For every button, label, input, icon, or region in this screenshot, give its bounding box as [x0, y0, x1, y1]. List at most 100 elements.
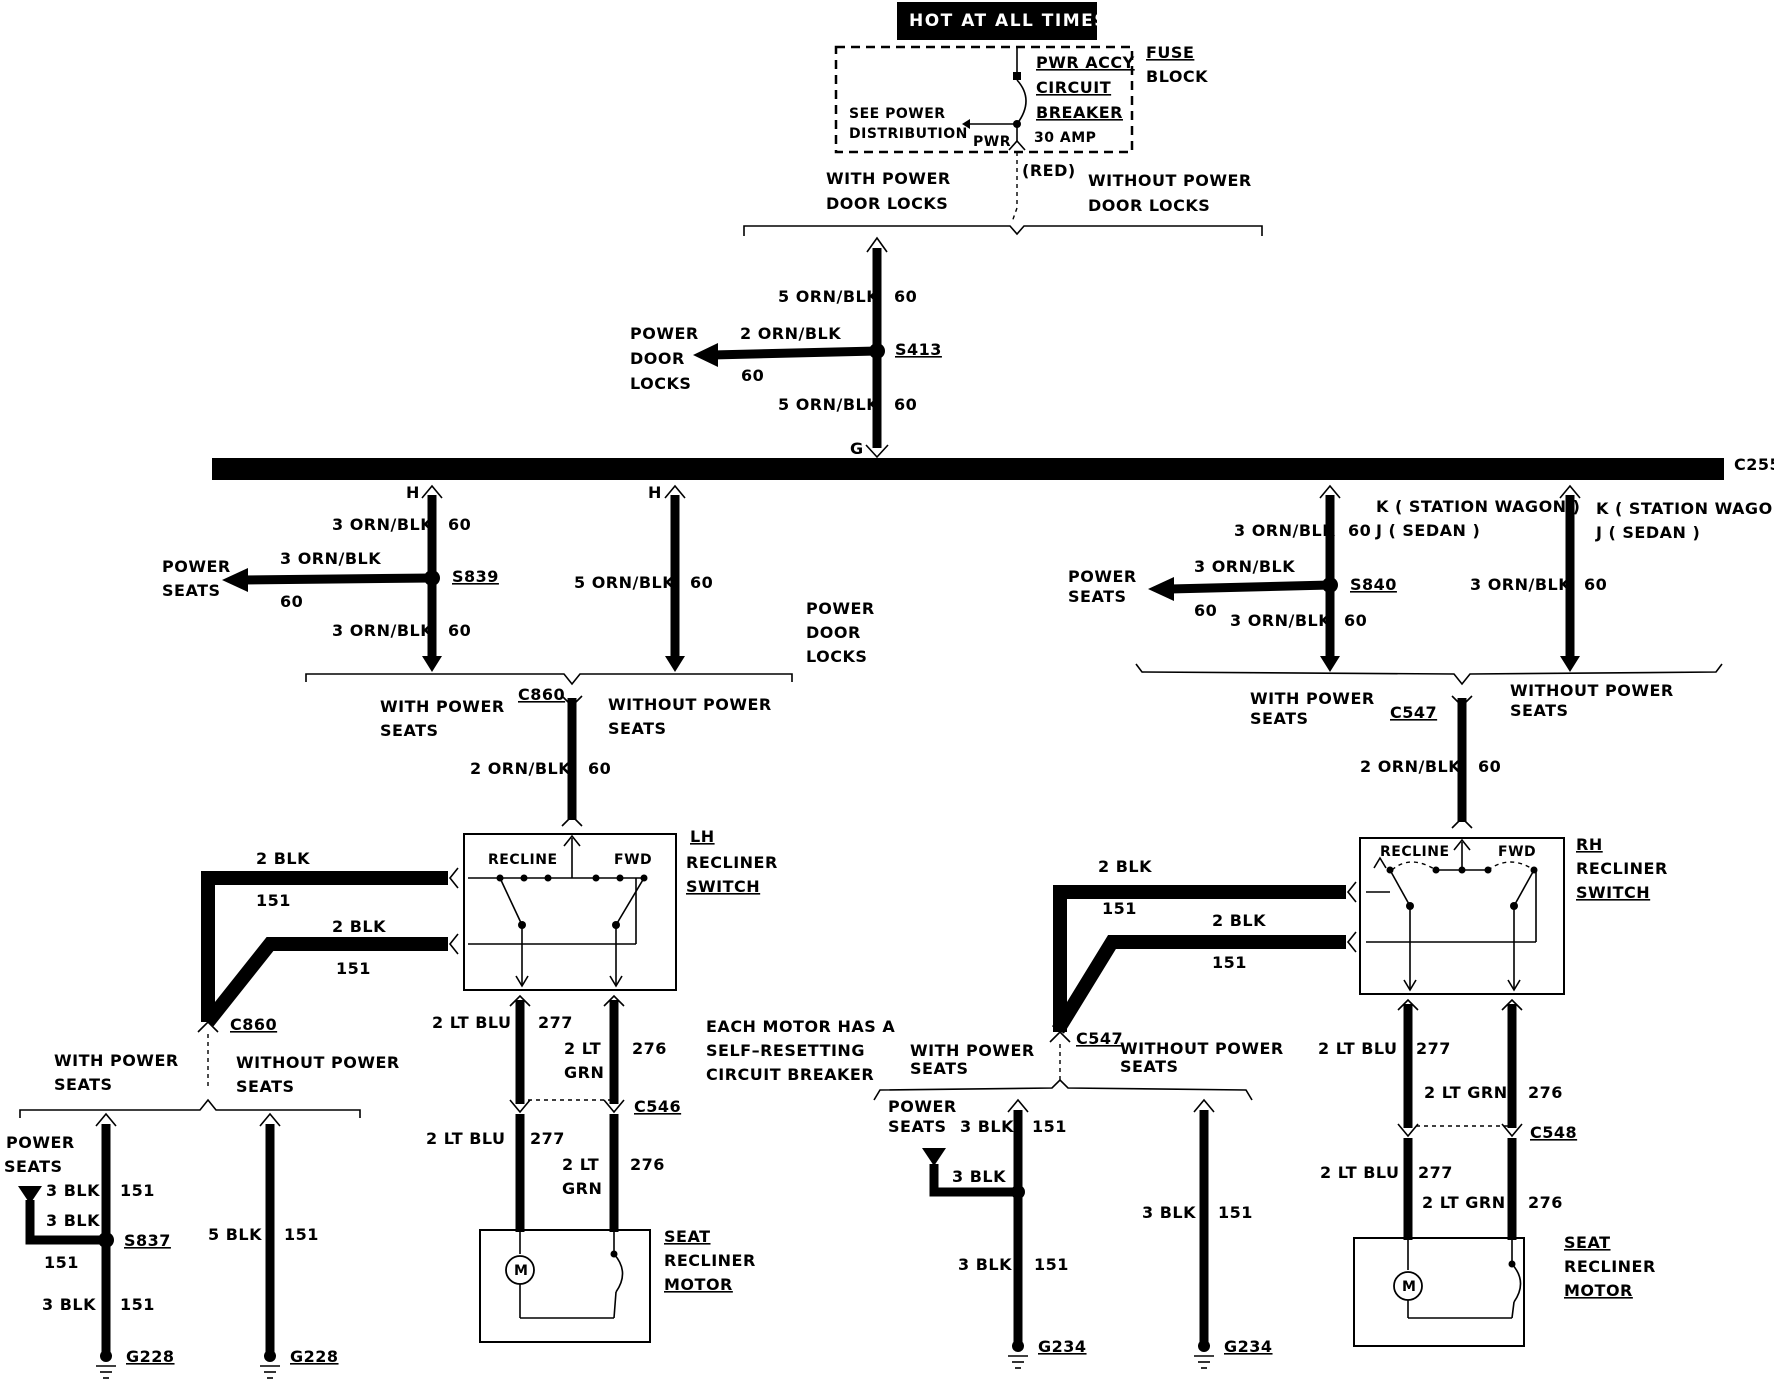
lh-blk-b-c: 151: [44, 1253, 79, 1272]
fuse-name-3: BREAKER: [1036, 103, 1123, 122]
rh-fwd: FWD: [1498, 844, 1536, 860]
see-power-arrow: [962, 119, 970, 129]
rh-grn1-label: 2 LT GRN: [1424, 1083, 1508, 1102]
breaker-arc: [1016, 79, 1027, 125]
lh-motor-title-1: SEAT: [664, 1227, 711, 1246]
lh-g-with-2: SEATS: [54, 1075, 113, 1094]
lh-blk2-wire: [202, 937, 448, 1027]
lh-upper-circuit: 60: [448, 515, 471, 534]
lh-ground-b-connector: [259, 1112, 281, 1127]
rh-branch-wire: 3 ORN/BLK: [1194, 557, 1295, 576]
rh-upper-circuit: 60: [1348, 521, 1371, 540]
lh-blk1-wire: [201, 871, 448, 1022]
rh-blk-c-c: 151: [1034, 1255, 1069, 1274]
s413-lower-wire: 5 ORN/BLK: [778, 395, 879, 414]
rh-g2: G234: [1224, 1337, 1273, 1356]
rh-recliner-switch: [1359, 837, 1565, 995]
fuse-rating: 30 AMP: [1034, 130, 1096, 146]
rh-feed-connector: [1451, 695, 1473, 708]
s413-branch-circuit: 60: [741, 366, 764, 385]
lh-blk2-connector: [448, 933, 459, 955]
rh-alt-circuit: 60: [1584, 575, 1607, 594]
rh-grn2-c: 276: [1528, 1193, 1563, 1212]
s413-id: S413: [895, 340, 942, 359]
lh-recline: RECLINE: [488, 852, 558, 868]
rh-ground-brace: [873, 1078, 1253, 1101]
lh-blk-d: 5 BLK: [208, 1225, 262, 1244]
lh-s837: S837: [124, 1231, 171, 1250]
lh-s839-id: S839: [452, 567, 499, 586]
rh-c547b: C547: [1076, 1029, 1123, 1048]
top-with-1: WITH POWER: [826, 169, 951, 188]
rh-blk-d: 3 BLK: [1142, 1203, 1196, 1222]
rh-ps-branch: [929, 1164, 1018, 1197]
rh-g-without-1: WITHOUT POWER: [1120, 1039, 1284, 1058]
lh-blk-a: 3 BLK: [46, 1181, 100, 1200]
rh-ps-arrow: [922, 1148, 946, 1166]
bus-bar: [212, 458, 1724, 480]
lh-blu1-c: 277: [538, 1013, 573, 1032]
lh-lower-circuit: 60: [448, 621, 471, 640]
lh-c860b-connector: [197, 1020, 219, 1033]
rh-seat-recliner-motor: [1353, 1237, 1525, 1347]
rh-blk-a-c: 151: [1032, 1117, 1067, 1136]
s413-lower-circuit: 60: [894, 395, 917, 414]
lh-door-locks-1: POWER: [806, 599, 875, 618]
fuse-name-2: CIRCUIT: [1036, 78, 1111, 97]
rh-branch-dest-2: SEATS: [1068, 587, 1127, 606]
lh-alt-down-arrow: [665, 656, 685, 672]
rh-switch-contacts: [1366, 856, 1538, 992]
lh-blk2-circuit: 151: [336, 959, 371, 978]
rh-without-seats-2: SEATS: [1510, 701, 1569, 720]
rh-s840-branch: [1169, 580, 1331, 594]
lh-c860: C860: [518, 685, 565, 704]
top-option-feed: [1011, 152, 1018, 223]
rh-kj2-connector: [1559, 484, 1581, 499]
lh-g2: G228: [290, 1347, 339, 1366]
rh-blk2-connector: [1346, 931, 1357, 953]
rh-kj1-connector: [1319, 484, 1341, 499]
lh-blu1-label: 2 LT BLU: [432, 1013, 512, 1032]
s413-dest-1: POWER: [630, 324, 699, 343]
lh-with-seats-2: SEATS: [380, 721, 439, 740]
top-with-2: DOOR LOCKS: [826, 194, 948, 213]
lh-grn1-top: [603, 994, 625, 1007]
rh-switch-title-2: RECLINER: [1576, 859, 1668, 878]
rh-switch-arrow: [1453, 838, 1471, 851]
rh-kj2-b: J ( SEDAN ): [1595, 523, 1700, 542]
lh-ps-arrow: [18, 1186, 42, 1204]
rh-g1-ground-icon: [1008, 1355, 1028, 1369]
s413-upper-wire: 5 ORN/BLK: [778, 287, 879, 306]
s413-branch-arrow: [693, 343, 718, 367]
rh-c548: C548: [1530, 1123, 1577, 1142]
lh-ground-a-connector: [95, 1112, 117, 1127]
rh-blk-c: 3 BLK: [958, 1255, 1012, 1274]
lh-grn1-c: 276: [632, 1039, 667, 1058]
lh-blk-a-c: 151: [120, 1181, 155, 1200]
rh-branch-dest-1: POWER: [1068, 567, 1137, 586]
rh-g1-terminal: [1012, 1340, 1024, 1352]
rh-kj2-a: K ( STATION WAGON ): [1596, 499, 1774, 518]
rh-blk1-circuit: 151: [1102, 899, 1137, 918]
lh-branch-wire: 3 ORN/BLK: [280, 549, 381, 568]
lh-feed-circuit: 60: [588, 759, 611, 778]
lh-branch-circuit: 60: [280, 592, 303, 611]
rh-g-with-2: SEATS: [910, 1059, 969, 1078]
bus-pin-g: G: [850, 439, 864, 458]
lh-upper-wire: 3 ORN/BLK: [332, 515, 433, 534]
rh-blk-d-c: 151: [1218, 1203, 1253, 1222]
rh-blk2-wire-label: 2 BLK: [1212, 911, 1266, 930]
rh-switch-title-1: RH: [1576, 835, 1603, 854]
rh-lower-circuit: 60: [1344, 611, 1367, 630]
note-1: EACH MOTOR HAS A: [706, 1017, 895, 1036]
lh-feed-connector-bottom: [561, 814, 583, 827]
lh-motor-title-2: RECLINER: [664, 1251, 756, 1270]
lh-option-brace: [305, 673, 793, 686]
rh-with-seats-1: WITH POWER: [1250, 689, 1375, 708]
lh-c860b: C860: [230, 1015, 277, 1034]
rh-blu1-c: 277: [1416, 1039, 1451, 1058]
rh-s840-down-arrow: [1320, 656, 1340, 672]
lh-blk-d-c: 151: [284, 1225, 319, 1244]
rh-g-without-2: SEATS: [1120, 1057, 1179, 1076]
lh-h2: H: [648, 483, 662, 502]
